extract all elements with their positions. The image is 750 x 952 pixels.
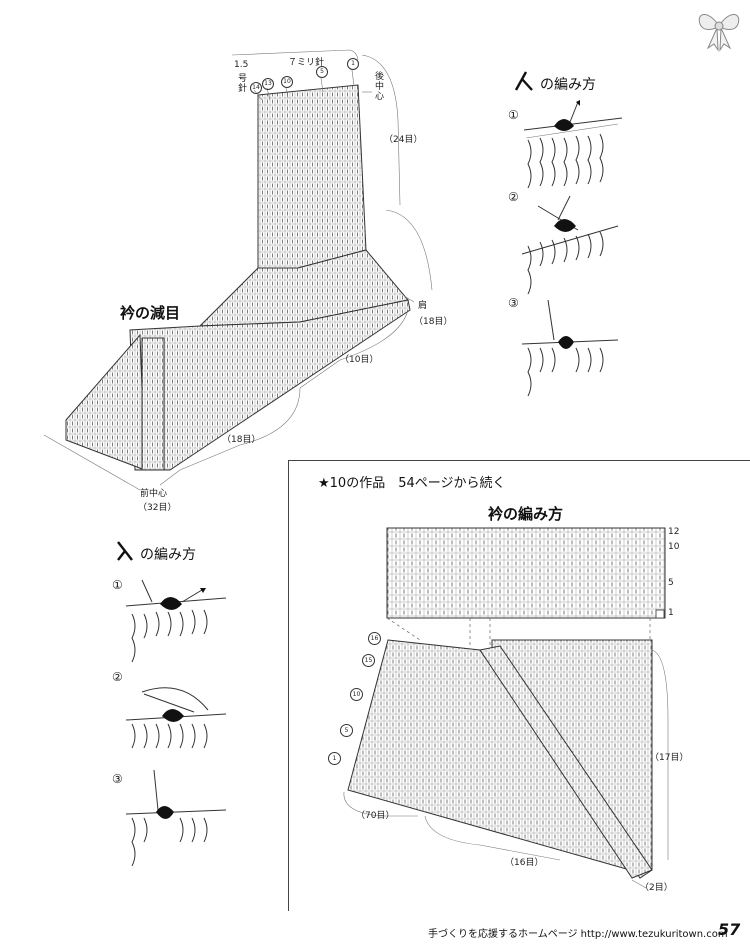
measure-10: （10目） — [340, 355, 379, 365]
step-1-bottom: ① — [112, 578, 123, 592]
circle-label-b16: 16 — [368, 632, 381, 645]
collar-decrease-title: 衿の減目 — [120, 304, 181, 322]
continued-heading: ★10の作品 54ページから続く — [318, 476, 506, 491]
ribbon-logo — [698, 14, 740, 52]
measure-24: （24目） — [384, 135, 423, 145]
back-center-label: 後中心 — [375, 72, 385, 102]
row-label-1: 1 — [668, 608, 674, 618]
step-3-top: ③ — [508, 296, 519, 310]
page-number: 57 — [718, 920, 741, 939]
measure-16: （16目） — [505, 858, 544, 868]
circle-label-b1: 1 — [328, 752, 341, 765]
measure-32: （32目） — [138, 503, 177, 513]
circle-label-13: 13 — [262, 78, 274, 90]
step-illustration-top-2 — [521, 195, 619, 295]
measure-18b: （18目） — [222, 435, 261, 445]
hook-needle-label: 針 — [238, 84, 248, 94]
measure-18a: （18目） — [414, 317, 453, 327]
measure-70: （70目） — [356, 811, 395, 821]
step-illustration-bottom-2 — [125, 687, 227, 749]
step-illustration-top-3 — [521, 299, 619, 397]
collar-decrease-chart — [43, 49, 433, 491]
row-label-5: 5 — [668, 578, 674, 588]
step-2-bottom: ② — [112, 670, 123, 684]
step-3-bottom: ③ — [112, 772, 123, 786]
hook-label: 号 — [238, 74, 248, 84]
front-center-label: 前中心 — [140, 489, 168, 499]
circle-label-1: 1 — [347, 58, 359, 70]
left-lean-method-title: の編み方 — [540, 77, 596, 93]
circle-label-10: 10 — [281, 76, 293, 88]
needle-7mm-label: ７ミリ針 — [288, 58, 325, 68]
row-label-10: 10 — [668, 542, 680, 552]
step-illustration-bottom-1 — [125, 579, 227, 663]
collar-method-title: 衿の編み方 — [488, 505, 564, 523]
measure-17: （17目） — [650, 753, 689, 763]
step-1-top: ① — [508, 108, 519, 122]
row-label-12: 12 — [668, 527, 680, 537]
circle-label-5: 5 — [316, 66, 328, 78]
needle-15-label: 1.5 — [234, 60, 249, 70]
circle-label-b5: 5 — [340, 724, 353, 737]
circle-label-14: 14 — [250, 82, 262, 94]
step-illustration-top-1 — [523, 100, 623, 189]
continued-panel — [288, 460, 750, 911]
right-lean-decrease-symbol — [117, 541, 133, 561]
measure-2: （2目） — [640, 883, 673, 893]
circle-label-b15: 15 — [362, 654, 375, 667]
step-2-top: ② — [508, 190, 519, 204]
right-lean-method-title: の編み方 — [140, 547, 196, 563]
step-illustration-bottom-3 — [125, 769, 227, 867]
left-lean-decrease-symbol — [514, 71, 533, 91]
circle-label-b10: 10 — [350, 688, 363, 701]
footer-text: 手づくりを応援するホームページ http://www.tezukuritown.… — [428, 929, 728, 940]
shoulder-label: 肩 — [418, 301, 428, 311]
